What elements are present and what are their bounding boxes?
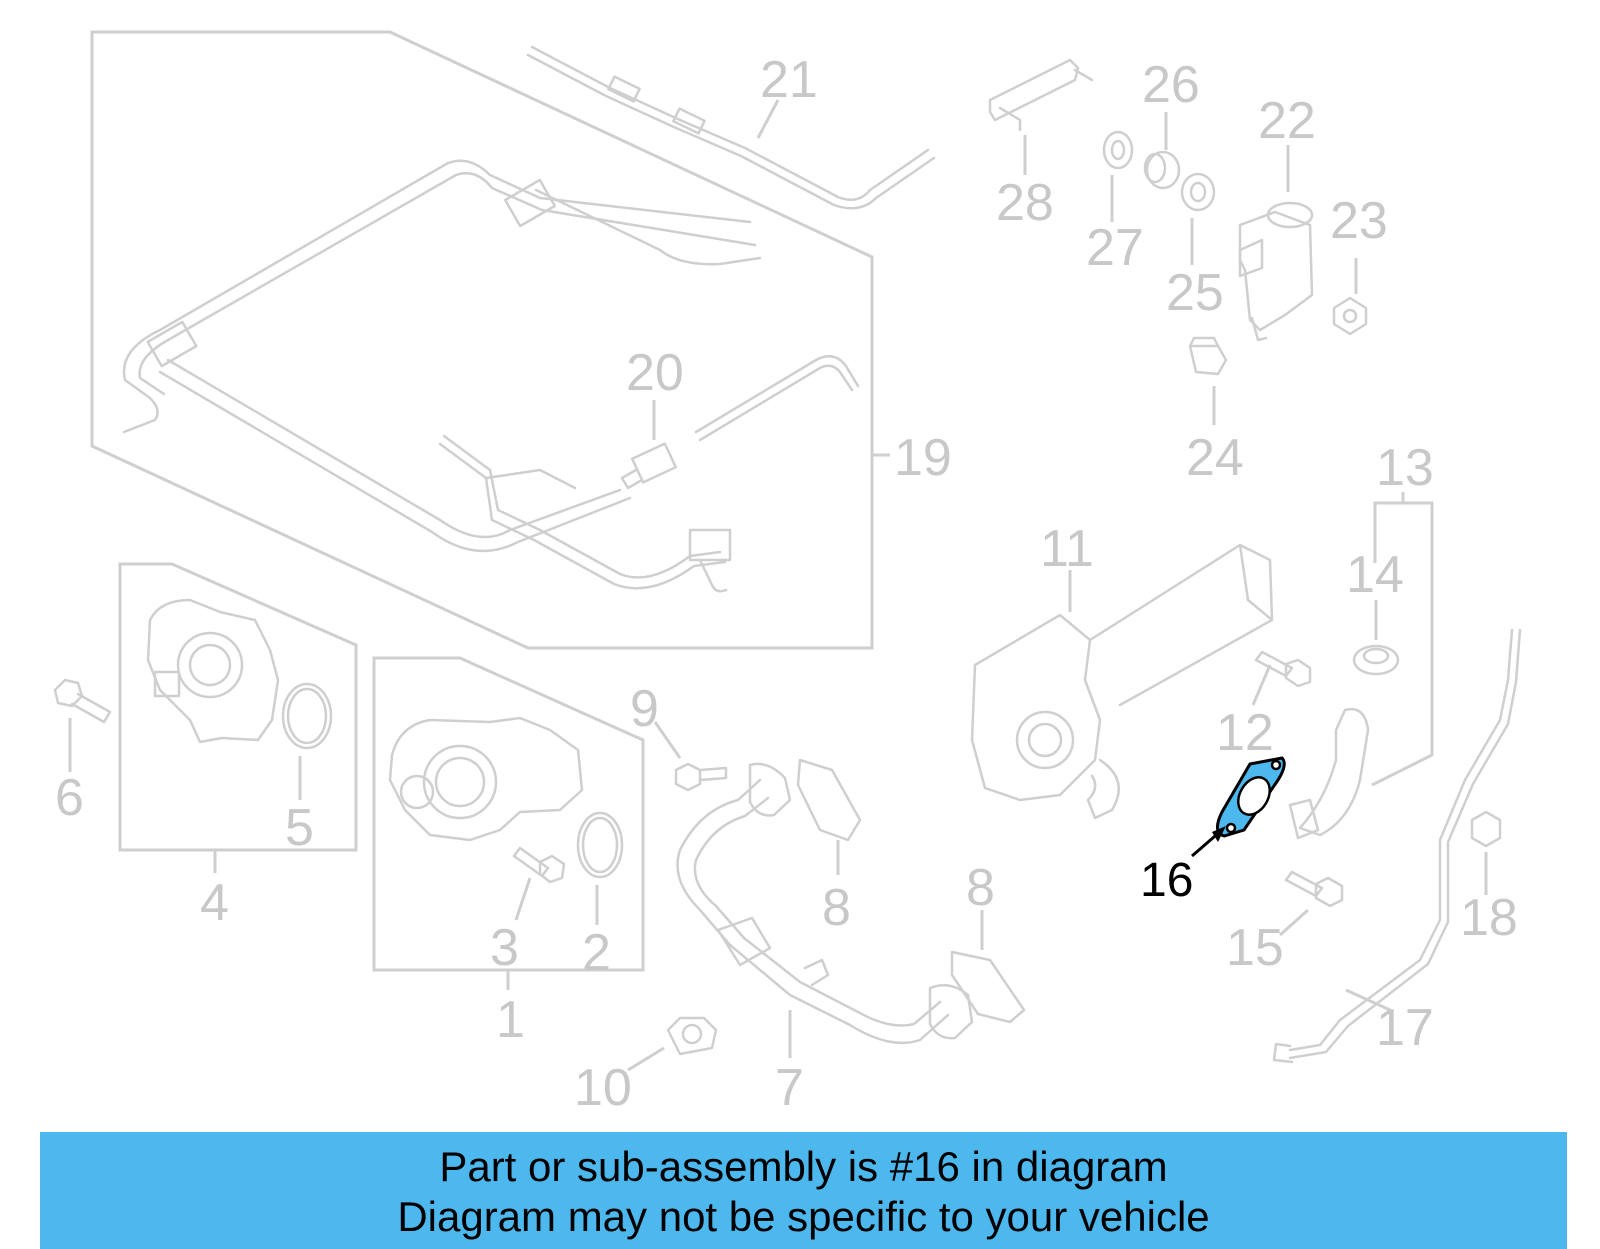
label-3: 3 — [490, 919, 519, 977]
leader-13 — [1371, 501, 1434, 787]
part-1-egr-valve — [388, 716, 584, 842]
part-8-gasket-a — [796, 758, 862, 842]
label-4: 4 — [200, 874, 229, 932]
label-6: 6 — [55, 769, 84, 827]
part-9-bolt — [674, 762, 728, 792]
group-box-19 — [90, 30, 874, 650]
label-14: 14 — [1346, 546, 1404, 604]
label-2: 2 — [582, 924, 611, 982]
label-8b: 8 — [966, 859, 995, 917]
part-27-washer — [1102, 130, 1134, 170]
label-27: 27 — [1086, 219, 1144, 277]
label-25: 25 — [1166, 264, 1224, 322]
part-12-bolt — [1254, 650, 1312, 688]
group-box-4 — [118, 562, 358, 852]
group-box-1 — [372, 656, 645, 972]
part-25-washer — [1180, 172, 1216, 212]
part-6-bolt — [53, 678, 112, 724]
part-15-bolt — [1284, 870, 1344, 908]
label-7: 7 — [775, 1059, 804, 1117]
label-9: 9 — [630, 680, 659, 738]
label-17: 17 — [1376, 999, 1434, 1057]
part-5-oring — [281, 682, 333, 750]
label-15: 15 — [1226, 919, 1284, 977]
part-26-grommet — [1143, 150, 1181, 190]
label-12: 12 — [1216, 704, 1274, 762]
leader-3 — [514, 877, 532, 921]
part-20-hose — [620, 354, 860, 490]
label-5: 5 — [285, 799, 314, 857]
leader-21 — [756, 99, 780, 139]
label-1: 1 — [496, 991, 525, 1049]
part-4-egr-valve — [146, 598, 280, 744]
leader-15 — [1279, 908, 1309, 937]
label-20: 20 — [626, 344, 684, 402]
leader-10 — [627, 1046, 665, 1072]
label-16-highlighted: 16 — [1140, 854, 1193, 907]
banner-line-2: Diagram may not be specific to your vehi… — [397, 1193, 1210, 1240]
label-23: 23 — [1330, 192, 1388, 250]
label-26: 26 — [1142, 56, 1200, 114]
label-10: 10 — [574, 1059, 632, 1117]
part-19-pipes — [122, 159, 762, 593]
label-18: 18 — [1460, 889, 1518, 947]
label-13: 13 — [1376, 439, 1434, 497]
label-8a: 8 — [822, 879, 851, 937]
leader-16-arrowhead — [1212, 826, 1226, 842]
label-19: 19 — [894, 429, 952, 487]
label-21: 21 — [760, 51, 818, 109]
label-28: 28 — [996, 174, 1054, 232]
part-11-egr-cooler — [970, 543, 1274, 820]
part-13-hose — [1288, 707, 1370, 840]
part-7-pipe — [676, 762, 974, 1045]
part-18-nut — [1470, 810, 1502, 848]
part-14-grommet — [1352, 644, 1400, 676]
part-8-gasket-b — [950, 950, 1026, 1024]
part-17-tube — [1272, 628, 1522, 1064]
part-23-nut — [1332, 296, 1368, 336]
leader-12 — [1251, 664, 1272, 706]
part-3-bolt — [512, 846, 566, 884]
part-2-oring — [576, 811, 624, 879]
label-22: 22 — [1258, 92, 1316, 150]
part-22-solenoid — [1238, 201, 1314, 342]
part-24-bolt — [1188, 336, 1228, 376]
banner-line-1: Part or sub-assembly is #16 in diagram — [439, 1143, 1168, 1190]
leader-17 — [1345, 988, 1391, 1012]
info-banner: Part or sub-assembly is #16 in diagram D… — [40, 1132, 1567, 1249]
part-28-bracket — [988, 58, 1094, 132]
part-16-gasket-highlighted — [1216, 756, 1286, 838]
label-24: 24 — [1186, 429, 1244, 487]
part-21-rail — [526, 45, 936, 210]
label-11: 11 — [1040, 520, 1094, 578]
leader-9 — [653, 721, 682, 759]
part-10-nut — [666, 1016, 718, 1056]
